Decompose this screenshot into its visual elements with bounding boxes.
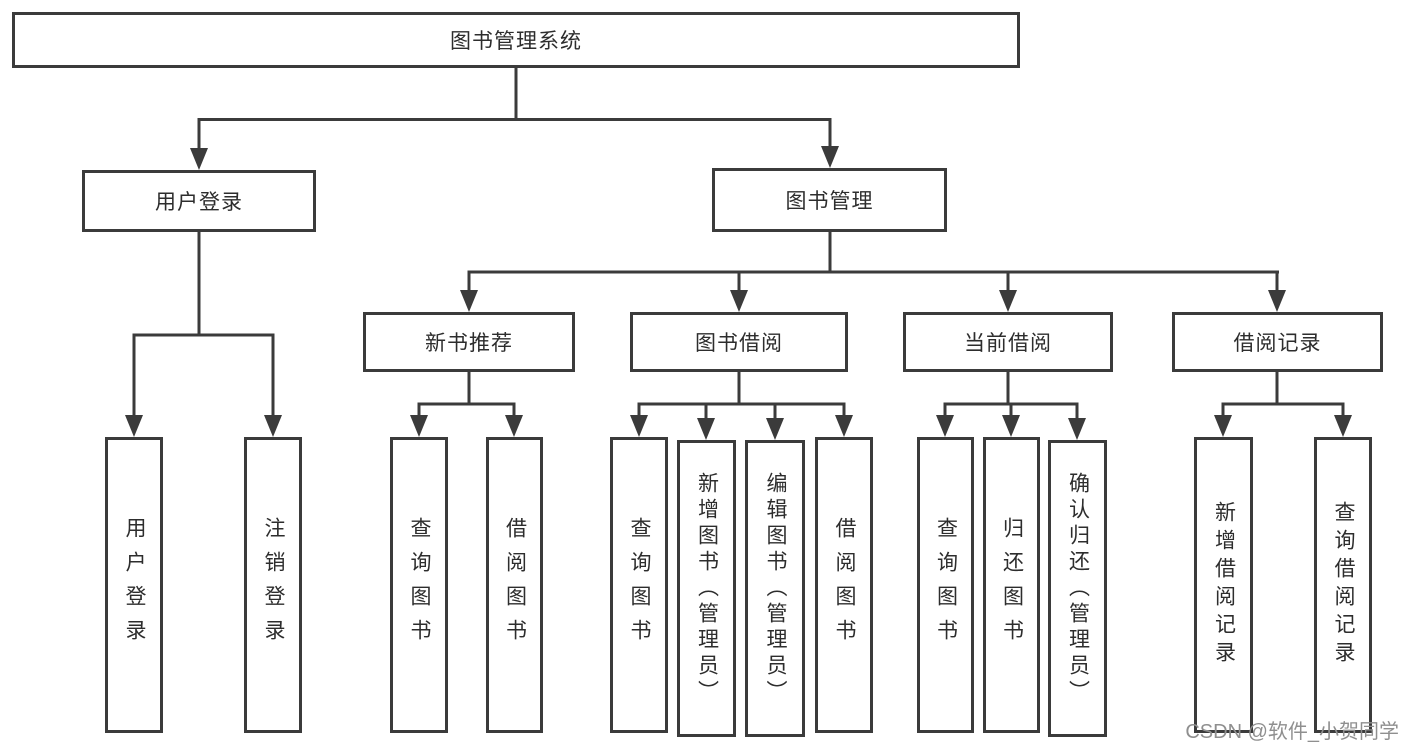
node-label: 图书管理系统 [450, 30, 582, 53]
leaf-query-books-current: 查询图书 [917, 437, 974, 733]
leaf-edit-book-admin: 编辑图书（管理员） [745, 440, 805, 737]
leaf-query-books-borrowing: 查询图书 [610, 437, 668, 733]
node-label: 当前借阅 [964, 332, 1052, 355]
leaf-label: 编辑图书（管理员） [764, 471, 787, 706]
node-book-borrowing: 图书借阅 [630, 312, 848, 372]
leaf-confirm-return-admin: 确认归还（管理员） [1048, 440, 1107, 737]
leaf-label: 查询图书 [934, 517, 958, 653]
leaf-logout: 注销登录 [244, 437, 302, 733]
leaf-add-book-admin: 新增图书（管理员） [677, 440, 736, 737]
leaf-query-borrow-record: 查询借阅记录 [1314, 437, 1372, 733]
leaf-label: 用户登录 [123, 517, 146, 653]
node-label: 用户登录 [155, 191, 243, 214]
leaf-label: 借阅图书 [833, 517, 856, 653]
node-label: 图书管理 [785, 190, 874, 213]
leaf-label: 新增借阅记录 [1212, 501, 1236, 669]
leaf-label: 归还图书 [1000, 517, 1024, 653]
leaf-user-login: 用户登录 [105, 437, 163, 733]
leaf-borrow-books-recommend: 借阅图书 [486, 437, 543, 733]
node-label: 借阅记录 [1233, 332, 1322, 355]
node-user-login: 用户登录 [82, 170, 316, 232]
leaf-label: 查询借阅记录 [1332, 501, 1355, 669]
watermark: CSDN @软件_小贺同学 [1185, 721, 1399, 743]
leaf-label: 借阅图书 [503, 517, 527, 653]
node-book-management: 图书管理 [712, 168, 947, 232]
leaf-query-books-recommend: 查询图书 [390, 437, 448, 733]
leaf-add-borrow-record: 新增借阅记录 [1194, 437, 1253, 733]
leaf-label: 查询图书 [408, 517, 431, 653]
leaf-return-books: 归还图书 [983, 437, 1040, 733]
node-label: 新书推荐 [425, 332, 513, 355]
node-library-management-system: 图书管理系统 [12, 12, 1020, 68]
leaf-label: 查询图书 [628, 517, 651, 653]
node-borrowing-records: 借阅记录 [1172, 312, 1383, 372]
node-new-book-recommend: 新书推荐 [363, 312, 575, 372]
leaf-borrow-books-borrowing: 借阅图书 [815, 437, 873, 733]
node-label: 图书借阅 [695, 332, 783, 355]
leaf-label: 新增图书（管理员） [695, 471, 719, 706]
node-current-borrowing: 当前借阅 [903, 312, 1113, 372]
leaf-label: 注销登录 [262, 517, 285, 653]
leaf-label: 确认归还（管理员） [1066, 471, 1090, 706]
